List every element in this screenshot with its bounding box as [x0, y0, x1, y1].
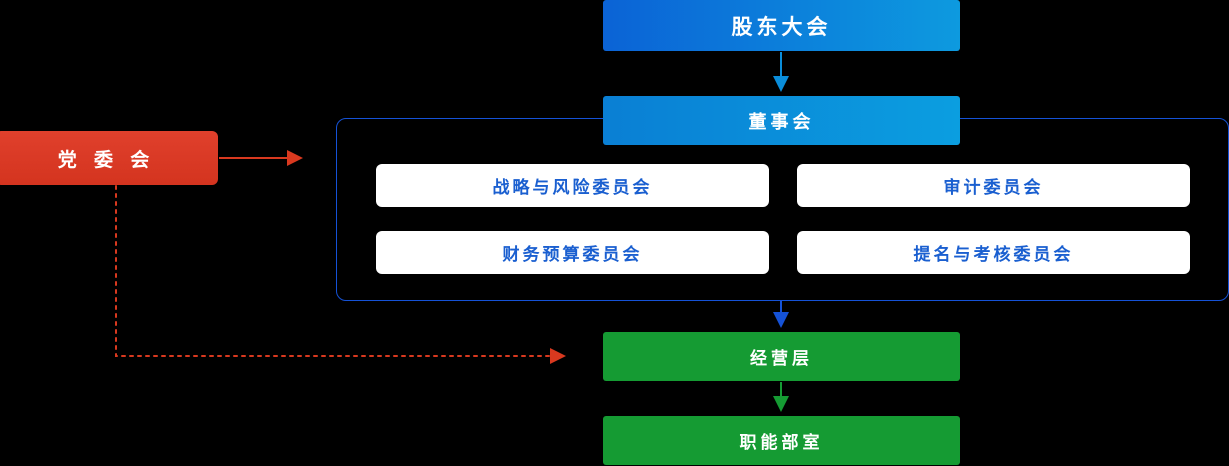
node-committee-strategy-risk-label: 战略与风险委员会 [492, 178, 653, 197]
node-committee-strategy-risk[interactable]: 战略与风险委员会 [376, 164, 769, 207]
node-departments-label: 职能部室 [739, 433, 824, 452]
node-committee-finance-budget-label: 财务预算委员会 [502, 245, 643, 264]
node-committee-finance-budget[interactable]: 财务预算委员会 [376, 231, 769, 274]
node-board-label: 董事会 [748, 111, 815, 132]
node-management[interactable]: 经营层 [603, 332, 960, 381]
node-board[interactable]: 董事会 [603, 96, 960, 145]
node-management-label: 经营层 [750, 349, 813, 368]
node-party-committee-label: 党 委 会 [57, 149, 156, 171]
node-committee-audit[interactable]: 审计委员会 [797, 164, 1190, 207]
node-committee-nomination-appraisal[interactable]: 提名与考核委员会 [797, 231, 1190, 274]
node-committee-nomination-appraisal-label: 提名与考核委员会 [913, 245, 1074, 264]
node-shareholders[interactable]: 股东大会 [603, 0, 960, 51]
node-party-committee[interactable]: 党 委 会 [0, 131, 218, 185]
node-departments[interactable]: 职能部室 [603, 416, 960, 465]
node-committee-audit-label: 审计委员会 [943, 178, 1044, 197]
node-shareholders-label: 股东大会 [731, 15, 832, 39]
